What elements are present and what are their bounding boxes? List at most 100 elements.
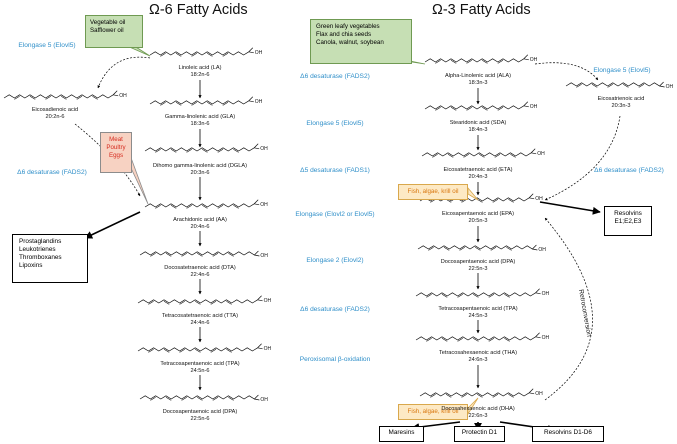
enzyme-d6-desaturase: Δ6 desaturase (FADS2) (300, 73, 370, 80)
eta3-name: Eicosatrienoic acid (597, 96, 645, 102)
oh-label: OH (530, 104, 538, 110)
fish-callout-tail-epa (467, 186, 479, 201)
tpa3-name: Tetracosapentaenoic acid (TPA) (438, 306, 518, 312)
enzyme-elovl2-or-5: Elongase (Elovl2 or Elovl5) (295, 211, 375, 218)
fish-callout-tail-dha (467, 397, 479, 416)
eta3-to-epa-arrow (544, 115, 621, 201)
sda-formula: 18:4n-3 (468, 127, 488, 133)
resolvins-e-line: E1;E2,E3 (614, 218, 642, 225)
chain-bonds (424, 101, 529, 110)
chain-bonds (144, 143, 260, 152)
gla-name: Gamma-linolenic acid (GLA) (164, 114, 236, 120)
tpa3-formula: 24:5n-3 (468, 313, 488, 319)
elovl5-left: Elongase 5 (Elovl5) (18, 42, 76, 49)
oh-label: OH (260, 397, 268, 403)
la-formula: 18:2n-6 (190, 72, 210, 78)
source-line: Safflower oil (90, 26, 124, 34)
dta-formula: 22:4n-6 (190, 272, 210, 278)
oh-label: OH (255, 50, 263, 56)
ala-to-eta3-arrow (534, 62, 599, 81)
chain-bonds (424, 54, 529, 63)
dgla-name: Dihomo gamma-linolenic acid (DGLA) (153, 163, 247, 169)
sda-structure: OH (424, 101, 538, 111)
chain-bonds (144, 199, 260, 208)
chain-double-bonds (14, 95, 98, 100)
dpa3-formula: 22:5n-3 (468, 266, 488, 272)
ala-name: Alpha-Linolenic acid (ALA) (445, 73, 511, 79)
eda-structure: OH (3, 90, 127, 100)
oh-label: OH (119, 93, 127, 99)
sda-name: Stearidonic acid (SDA) (449, 120, 507, 126)
eta3-structure: OH (565, 81, 674, 90)
eta-name: Eicosatetraenoic acid (ETA) (443, 167, 513, 173)
oh-label: OH (255, 99, 263, 105)
dgla-structure: OH (144, 143, 268, 153)
chain-double-bonds (426, 337, 510, 342)
d6-right: Δ6 desaturase (FADS2) (594, 167, 664, 174)
meat-line: Eggs (108, 151, 124, 159)
eda-to-aa-arrow (74, 123, 141, 197)
oh-label: OH (537, 151, 545, 157)
epa-to-resolvins-e-arrow (539, 201, 601, 215)
eta3-formula: 20:3n-3 (611, 103, 631, 109)
enzyme-d5-desaturase: Δ5 desaturase (FADS1) (300, 167, 370, 174)
meat-poultry-eggs-callout: Meat Poultry Eggs (100, 132, 132, 173)
fish-oil-callout-epa: Fish, algae, krill oil (398, 184, 468, 200)
source-line: Vegetable oil (90, 19, 126, 26)
chain-double-bonds (426, 293, 510, 298)
omega3-title: Ω-3 Fatty Acids (432, 2, 531, 18)
chain-bonds (139, 250, 260, 257)
oh-label: OH (530, 57, 538, 63)
dpa6-structure: OH (139, 394, 268, 403)
chain-double-bonds (432, 153, 516, 158)
gla-structure: OH (149, 96, 263, 106)
ala-structure: OH (424, 54, 538, 64)
eicosanoid-item: Thromboxanes (19, 254, 62, 261)
eta-formula: 20:4n-3 (468, 174, 488, 180)
source-line: Green leafy vegetables (316, 23, 380, 30)
resolvins-e-box: Resolvins E1;E2,E3 (604, 206, 652, 236)
eicosanoid-item: Prostaglandins (19, 238, 62, 245)
meat-line: Poultry (106, 143, 126, 151)
oh-label: OH (535, 196, 543, 202)
eda-name: Eicosadienoic acid (31, 107, 79, 113)
chain-double-bonds (155, 204, 239, 209)
d6-left: Δ6 desaturase (FADS2) (17, 169, 87, 176)
chain-double-bonds (435, 106, 504, 111)
eicosanoid-item: Leukotrienes (19, 246, 56, 253)
eicosanoids-box: Prostaglandins Leukotrienes Thromboxanes… (12, 234, 88, 283)
resolvins-d-box: Resolvins D1-D6 (532, 426, 604, 442)
meat-line: Meat (109, 136, 123, 143)
dgla-formula: 20:3n-6 (190, 170, 210, 176)
eicosanoid-item: Lipoxins (19, 262, 43, 269)
tha-name: Tetracosahexaenoic acid (THA) (438, 350, 518, 356)
tpa6-formula: 24:5n-6 (190, 368, 210, 374)
source-line: Canola, walnut, soybean (316, 38, 384, 46)
tha-formula: 24:6n-3 (468, 357, 488, 363)
dpa6-name: Docosapentaenoic acid (DPA) (162, 409, 238, 415)
source-line: Flax and chia seeds (316, 30, 372, 38)
resolvins-e-line: Resolvins (614, 210, 642, 217)
chain-bonds (149, 47, 254, 56)
chain-bonds (3, 90, 119, 99)
chain-double-bonds (428, 246, 512, 251)
enzyme-d6-desaturase-2: Δ6 desaturase (FADS2) (300, 306, 370, 313)
enzyme-elovl5: Elongase 5 (Elovl5) (306, 120, 364, 127)
green-vegetables-callout: Green leafy vegetables Flax and chia see… (310, 19, 412, 64)
elovl5-right: Elongase 5 (Elovl5) (593, 67, 651, 74)
tta-formula: 24:4n-6 (190, 320, 210, 326)
aa-to-eicosanoids-arrow (84, 211, 141, 239)
fish-oil-callout-dha: Fish, algae, krill oil (398, 404, 468, 420)
chain-bonds (137, 295, 263, 304)
oh-label: OH (666, 84, 674, 90)
tha-structure: OH (415, 332, 549, 342)
enzyme-elovl2: Elongase 2 (Elovl2) (306, 257, 364, 264)
oh-label: OH (542, 291, 550, 297)
aa-structure: OH (144, 199, 268, 209)
protectin-box: Protectin D1 (454, 426, 505, 442)
oh-label: OH (260, 202, 268, 208)
la-structure: OH (149, 47, 263, 57)
chain-bonds (415, 288, 541, 297)
chain-double-bonds (148, 300, 232, 305)
